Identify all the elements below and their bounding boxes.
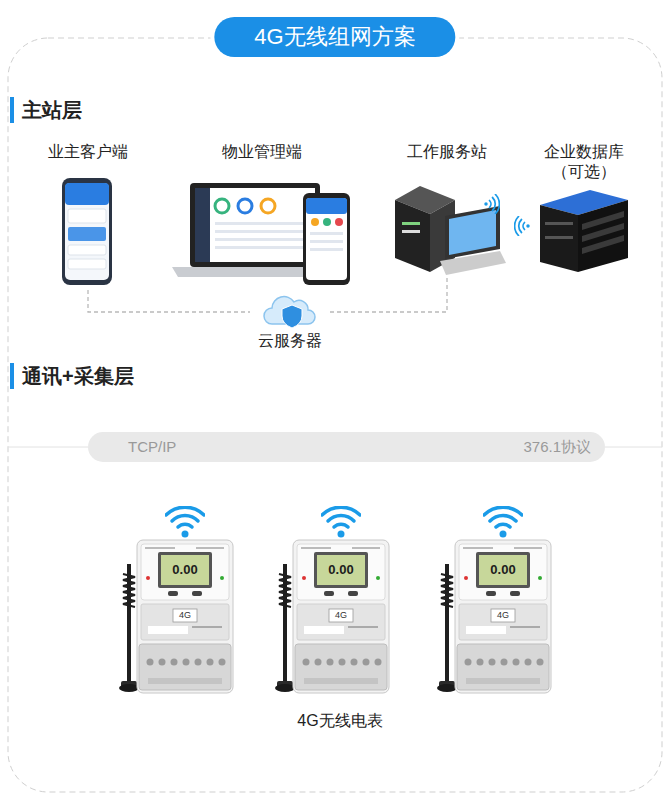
laptop-lid [445, 206, 500, 259]
screen-header [306, 198, 347, 214]
wifi-signal [515, 217, 530, 236]
meter-badge: 4G [335, 609, 347, 622]
tower-front [395, 200, 430, 272]
rack-slot [545, 222, 573, 225]
screen-card [68, 259, 106, 269]
meter-illustration [275, 540, 389, 693]
app-icon [335, 218, 343, 226]
section-bar [10, 363, 14, 389]
app-icon [323, 218, 331, 226]
section-heading: 主站层 [22, 97, 82, 123]
tower-light [402, 230, 420, 233]
screen-header [65, 183, 109, 205]
node-label: 企业数据库 （可选） [538, 142, 630, 182]
node-label: 云服务器 [258, 331, 322, 351]
laptop-screen [195, 188, 315, 262]
workstation-node: 工作服务站 [390, 140, 505, 278]
screen-chart [238, 199, 252, 213]
meter-reading: 0.00 [490, 562, 515, 578]
node-label: 业主客户端 [48, 142, 128, 162]
rack-front [540, 205, 578, 272]
node-label: 4G无线电表 [297, 711, 382, 731]
screen-chart [215, 199, 229, 213]
dashed-connector [330, 278, 447, 312]
database-rack [540, 190, 628, 272]
rack-drive [582, 235, 624, 254]
screen-card [68, 209, 106, 223]
node-label: 工作服务站 [407, 142, 487, 162]
protocol-bar: TCP/IP 376.1协议 [88, 432, 605, 462]
cloud-icon [264, 297, 315, 328]
node-label: TCP/IP [128, 437, 176, 457]
meter-reading: 0.00 [172, 562, 197, 578]
laptop-screen [449, 210, 496, 255]
wifi-signal [484, 507, 522, 537]
screen-row [310, 248, 343, 251]
outer-dashed-frame [8, 38, 662, 792]
meter-badge: 4G [497, 609, 509, 622]
screen-row [215, 238, 310, 241]
meter-reading: 0.00 [328, 562, 353, 578]
node-label: 物业管理端 [222, 142, 302, 162]
workstation [395, 186, 506, 275]
screen-sidebar [195, 188, 210, 262]
meter-illustration [119, 540, 233, 693]
wifi-signal [166, 507, 204, 537]
meter-illustration [437, 540, 551, 693]
database-node: 企业数据库 （可选） [533, 140, 635, 275]
meter-group: 0.00 4G 0.00 4G 0.00 4G 4G无线电表 [110, 500, 570, 740]
node-label: 376.1协议 [523, 437, 591, 457]
shield-shape [282, 305, 302, 328]
cloud-server-node: 云服务器 [250, 293, 330, 353]
phone-body [303, 193, 350, 285]
laptop-bezel [190, 183, 320, 267]
wifi-signal [322, 507, 360, 537]
phone-screen [306, 198, 347, 280]
app-icon [311, 218, 319, 226]
screen-card [68, 245, 106, 255]
client-app-node: 业主客户端 [43, 140, 133, 290]
wifi-signal [484, 195, 499, 214]
management-laptop [172, 183, 350, 285]
tower-light [402, 222, 420, 225]
owner-phone [62, 178, 112, 285]
laptop-keyboard [440, 251, 506, 275]
screen-row [215, 230, 310, 233]
phone-body [62, 178, 112, 285]
screen-row [310, 240, 343, 243]
screen-row [215, 222, 310, 225]
wireless-meter: 0.00 4G [455, 540, 551, 693]
meter-badge: 4G [179, 609, 191, 622]
wireless-meter: 0.00 4G [293, 540, 389, 693]
section-bar [10, 97, 14, 123]
screen-chart [261, 199, 275, 213]
rack-side [578, 200, 628, 272]
wireless-meter: 0.00 4G [137, 540, 233, 693]
title-pill: 4G无线组网方案 [214, 17, 455, 57]
management-node: 物业管理端 [167, 140, 357, 290]
phone-screen [65, 183, 109, 280]
section-heading: 通讯+采集层 [22, 363, 134, 389]
dashed-connector [88, 290, 250, 312]
rack-slot [545, 236, 573, 239]
screen-row [215, 246, 310, 249]
screen-row [310, 232, 343, 235]
screen-card [68, 227, 106, 241]
